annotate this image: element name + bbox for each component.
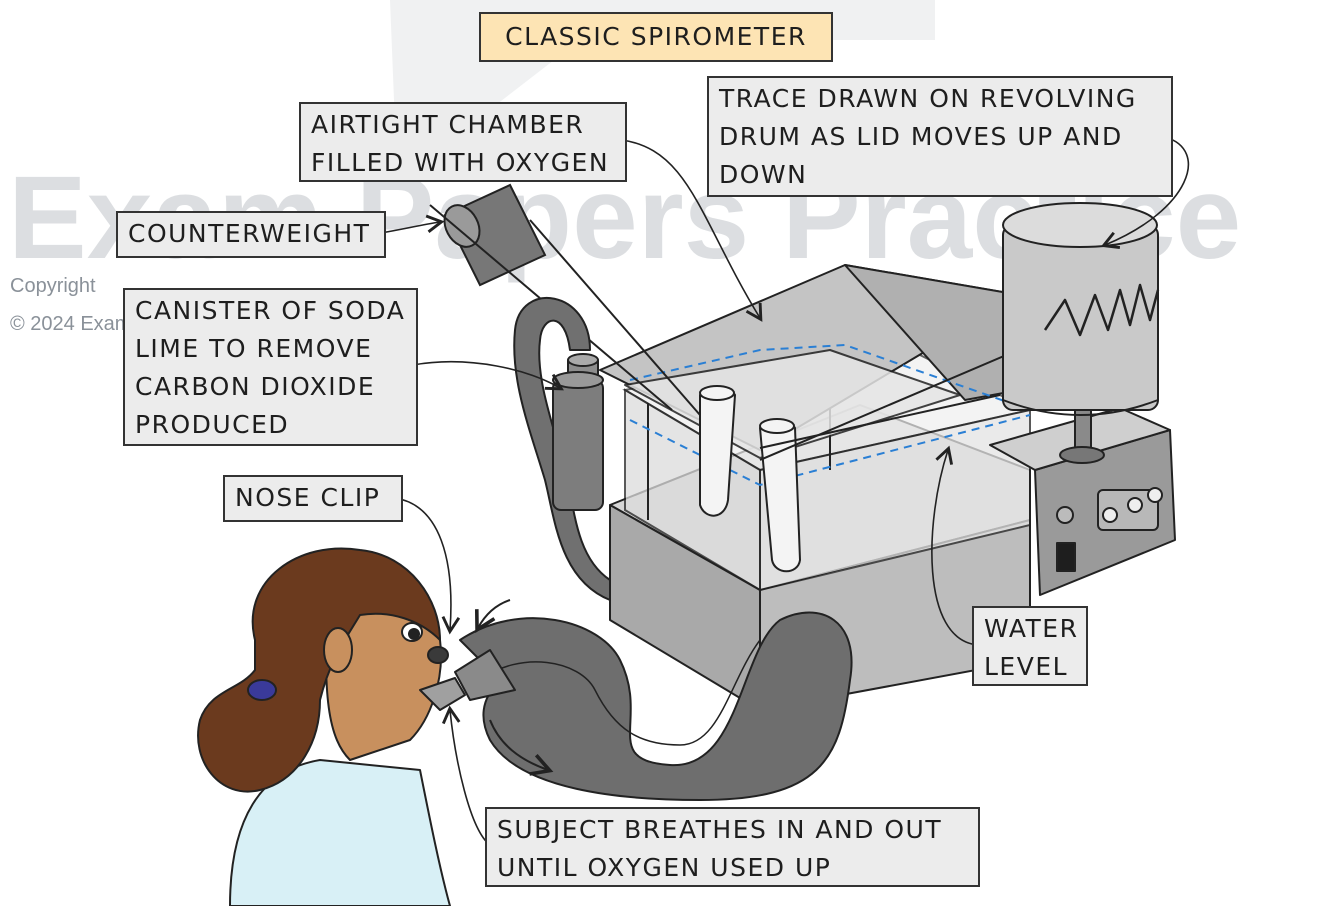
- label-trace-line-1: TRACE DRAWN ON REVOLVING: [719, 84, 1137, 113]
- label-water-level-line-2: LEVEL: [984, 652, 1069, 681]
- label-airtight-line-1: AIRTIGHT CHAMBER: [311, 110, 585, 139]
- label-counterweight-line-1: COUNTERWEIGHT: [128, 219, 371, 248]
- kymograph: [989, 202, 1176, 596]
- label-subject-breathes: SUBJECT BREATHES IN AND OUT UNTIL OXYGEN…: [485, 807, 980, 887]
- label-subject-line-2: UNTIL OXYGEN USED UP: [497, 853, 832, 882]
- label-subject-line-1: SUBJECT BREATHES IN AND OUT: [497, 815, 943, 844]
- counterweight: [429, 183, 673, 411]
- label-soda-lime-canister: CANISTER OF SODA LIME TO REMOVE CARBON D…: [123, 288, 418, 446]
- label-trace-line-2: DRUM AS LID MOVES UP AND: [719, 122, 1123, 151]
- subject-person: [197, 547, 516, 906]
- label-canister-line-3: CARBON DIOXIDE: [135, 372, 376, 401]
- label-water-level-line-1: WATER: [984, 614, 1079, 643]
- label-trace-line-3: DOWN: [719, 160, 808, 189]
- inner-pipes: [699, 385, 802, 573]
- label-trace-drawn: TRACE DRAWN ON REVOLVING DRUM AS LID MOV…: [707, 76, 1173, 197]
- diagram-title: CLASSIC SPIROMETER: [479, 12, 833, 62]
- label-canister-line-4: PRODUCED: [135, 410, 290, 439]
- water-level-line: [629, 343, 1031, 487]
- label-canister-line-1: CANISTER OF SODA: [135, 296, 406, 325]
- label-counterweight: COUNTERWEIGHT: [116, 211, 386, 258]
- label-airtight-line-2: FILLED WITH OXYGEN: [311, 148, 610, 177]
- leader-lines: [374, 136, 1190, 846]
- label-nose-clip-line-1: NOSE CLIP: [235, 483, 381, 512]
- watermark-copyright: Copyright: [10, 275, 96, 297]
- breathing-tubes: [459, 296, 853, 801]
- label-canister-line-2: LIME TO REMOVE: [135, 334, 373, 363]
- label-water-level: WATER LEVEL: [972, 606, 1088, 686]
- label-airtight-chamber: AIRTIGHT CHAMBER FILLED WITH OXYGEN: [299, 102, 627, 182]
- label-nose-clip: NOSE CLIP: [223, 475, 403, 522]
- airflow-arrows: [474, 599, 554, 776]
